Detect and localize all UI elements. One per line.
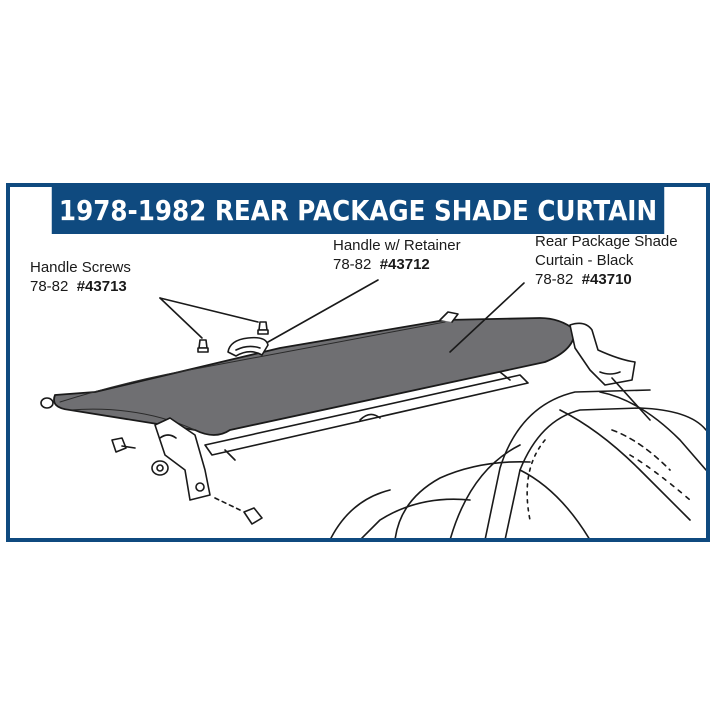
callout-shade-curtain: Rear Package Shade Curtain - Black 78-82… xyxy=(535,232,678,289)
callout-years: 78-82 xyxy=(30,278,69,295)
callout-name: Handle w/ Retainer xyxy=(333,237,461,254)
callout-name-line1: Rear Package Shade xyxy=(535,233,678,250)
callout-part-number: #43712 xyxy=(379,256,430,273)
callout-leaders xyxy=(159,279,525,353)
callout-years: 78-82 xyxy=(333,256,372,273)
right-mount-bracket xyxy=(569,322,651,421)
callout-name: Handle Screws xyxy=(30,259,131,276)
callout-part-number: #43710 xyxy=(581,271,632,288)
shade-lower-rail xyxy=(204,371,529,461)
handle-screws xyxy=(197,321,269,353)
callout-handle-screws: Handle Screws 78-82 #43713 xyxy=(30,258,131,296)
page-title: 1978-1982 REAR PACKAGE SHADE CURTAIN xyxy=(51,187,665,234)
handle-retainer xyxy=(227,336,269,357)
callout-years: 78-82 xyxy=(535,271,574,288)
callout-name-line2: Curtain - Black xyxy=(535,252,634,269)
callout-part-number: #43713 xyxy=(76,278,127,295)
left-mount-bracket xyxy=(111,417,263,525)
rear-body-outline xyxy=(330,389,706,538)
shade-curtain-panel xyxy=(40,311,576,436)
callout-handle-retainer: Handle w/ Retainer 78-82 #43712 xyxy=(333,236,461,274)
